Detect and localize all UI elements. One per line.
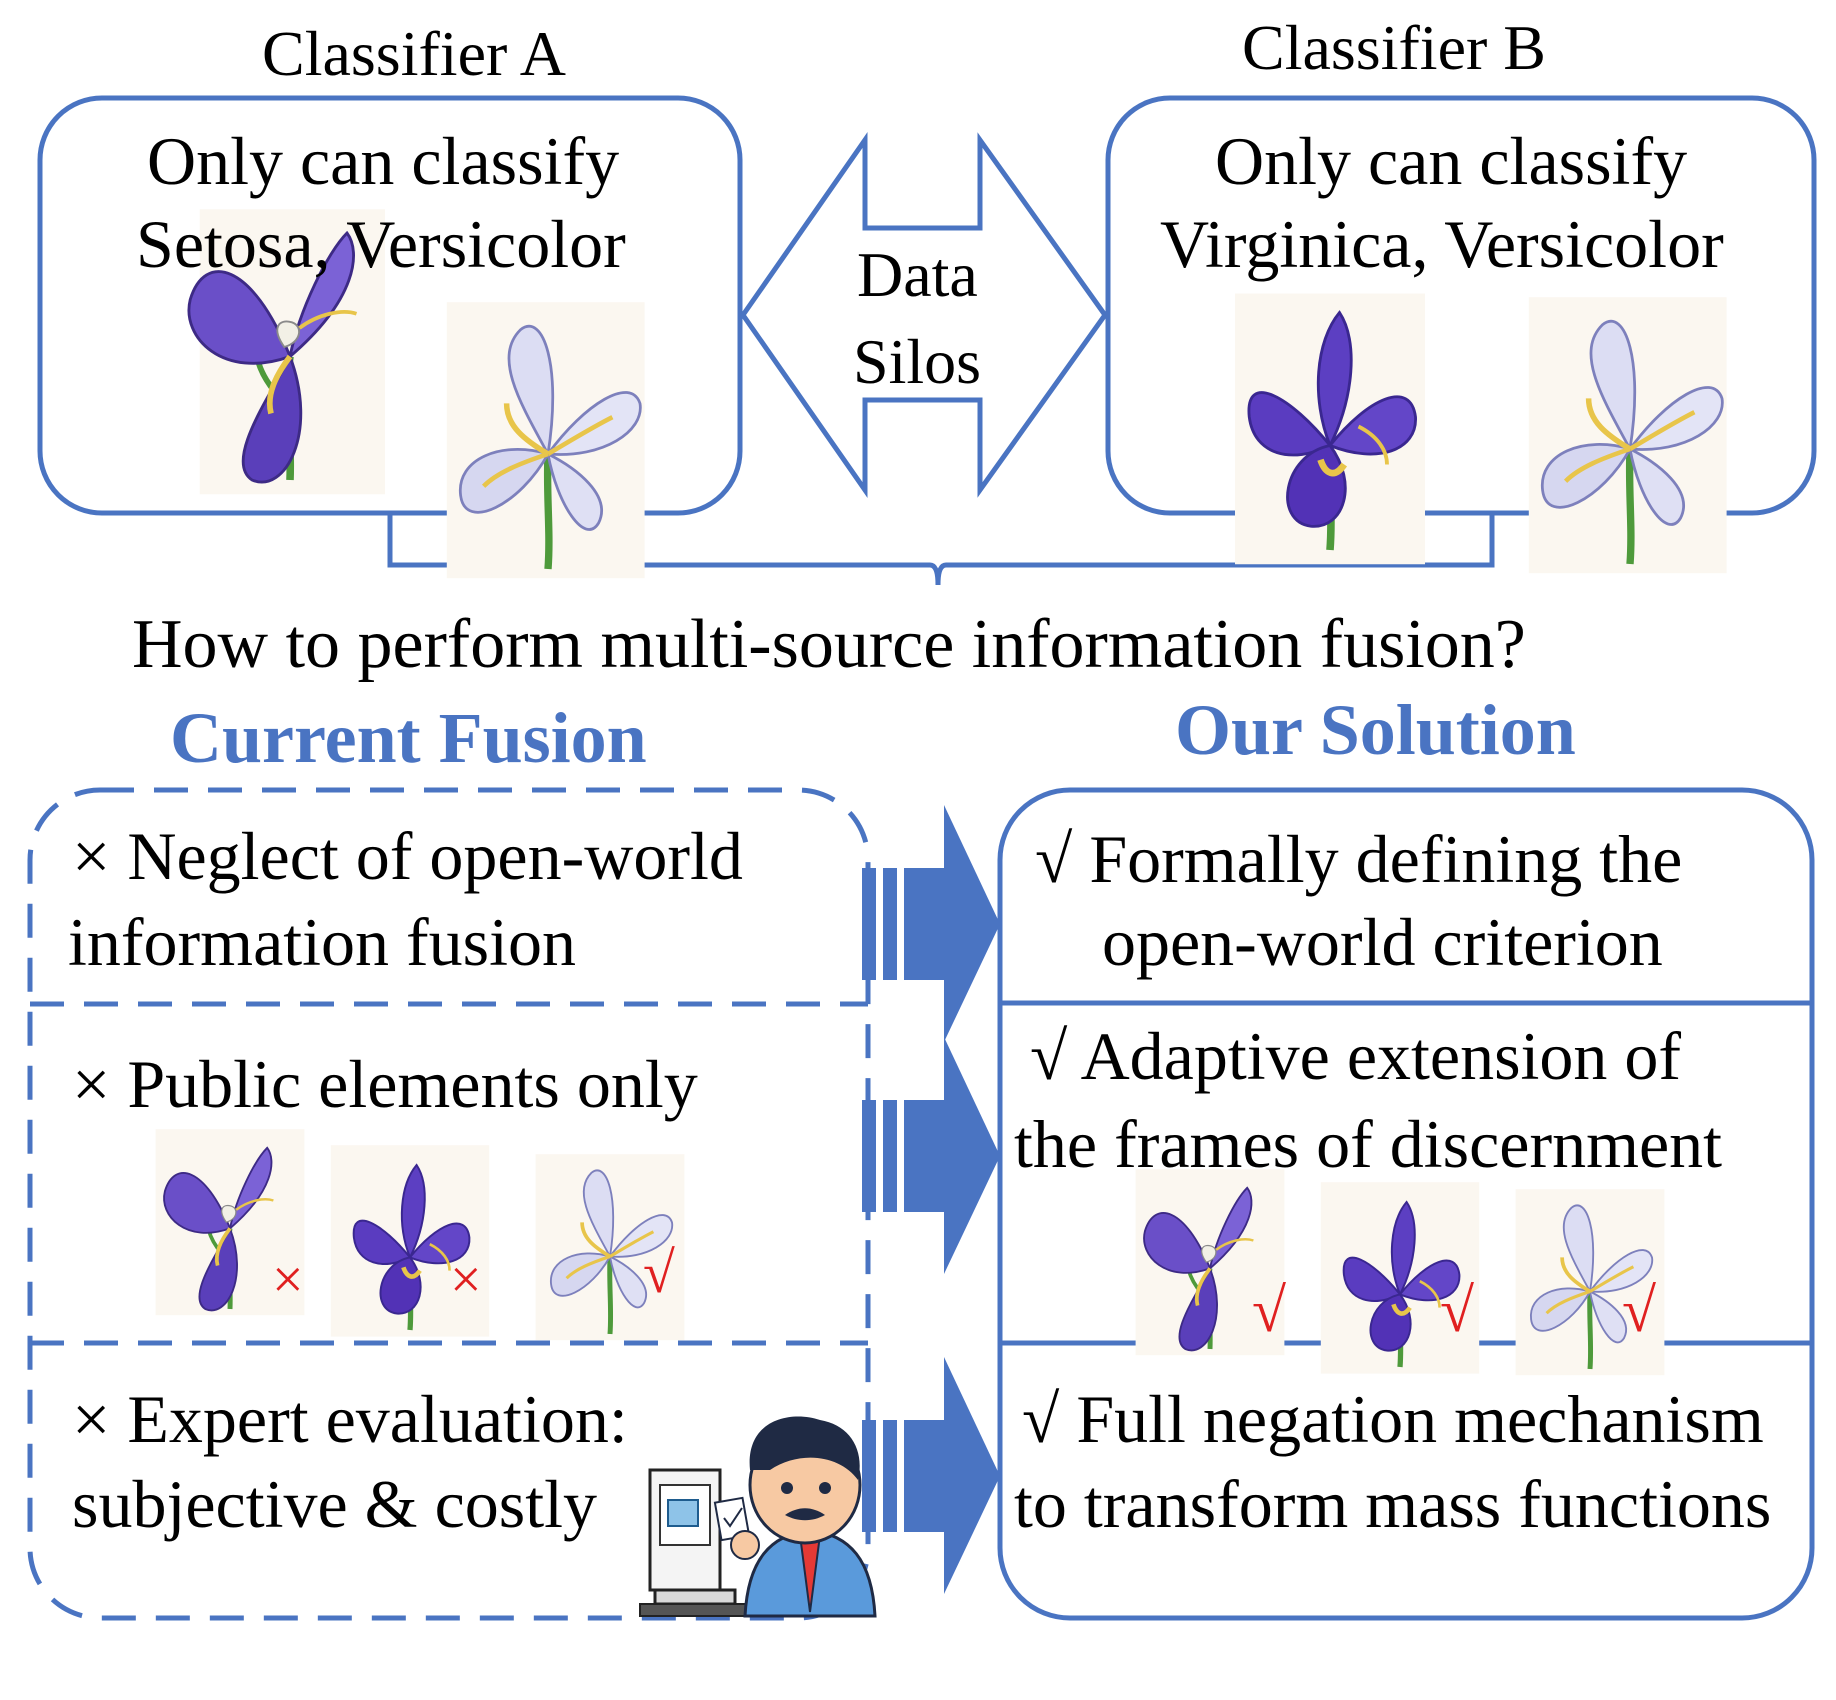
classifier-b-line1: Only can classify [1215, 123, 1688, 199]
accept-mark-icon: √ [1252, 1277, 1287, 1345]
solution-item-2-line2: the frames of discernment [1014, 1106, 1723, 1182]
data-silos-line1: Data [857, 239, 978, 310]
fusion-question: How to perform multi-source information … [132, 606, 1526, 683]
solution-item-2-line1: √ Adaptive extension of [1030, 1018, 1682, 1094]
solution-item-3-line2: to transform mass functions [1014, 1466, 1772, 1542]
classifier-a-line2: Setosa, Versicolor [136, 206, 626, 282]
versicolor-iris-icon [446, 302, 645, 579]
reject-mark-icon: × [450, 1249, 482, 1311]
accept-mark-icon: √ [1440, 1277, 1475, 1345]
our-solution-box [997, 787, 1815, 1621]
fusion-arrow-icon [862, 1037, 1000, 1274]
versicolor-iris-icon [1528, 297, 1727, 574]
classifier-b-line2: Virginica, Versicolor [1160, 206, 1724, 282]
our-solution-title: Our Solution [1175, 690, 1576, 770]
solution-item-3-line1: √ Full negation mechanism [1022, 1381, 1764, 1457]
current-item-2-line1: × Public elements only [72, 1046, 698, 1122]
data-silos-double-arrow [739, 132, 1109, 498]
fusion-arrow-icon [862, 805, 1000, 1042]
merge-brace [387, 513, 1495, 586]
data-silos-line2: Silos [853, 326, 982, 397]
current-item-1-line1: × Neglect of open-world [72, 818, 743, 894]
setosa-iris-icon [1135, 1169, 1285, 1356]
setosa-iris-icon [155, 1129, 305, 1316]
fusion-arrow-icon [862, 1357, 1000, 1594]
accept-mark-icon: √ [1622, 1277, 1657, 1345]
versicolor-iris-icon [1515, 1189, 1665, 1376]
versicolor-iris-icon [535, 1154, 685, 1341]
current-item-3-line2: subjective & costly [72, 1466, 598, 1542]
expert-evaluator-icon [639, 1416, 877, 1618]
solution-item-1-line1: √ Formally defining the [1035, 821, 1683, 897]
classifier-b-box [1105, 95, 1817, 516]
accept-mark-icon: √ [643, 1240, 675, 1305]
setosa-iris-icon [189, 209, 385, 495]
classifier-a-line1: Only can classify [147, 123, 620, 199]
current-item-1-line2: information fusion [68, 904, 577, 980]
virginica-iris-icon [1235, 293, 1425, 565]
virginica-iris-icon [330, 1145, 490, 1337]
current-item-3-line1: × Expert evaluation: [72, 1381, 628, 1457]
virginica-iris-icon [1320, 1182, 1480, 1374]
classifier-a-title: Classifier A [262, 18, 566, 89]
solution-item-1-line2: open-world criterion [1102, 904, 1663, 980]
classifier-b-title: Classifier B [1242, 12, 1546, 83]
current-fusion-title: Current Fusion [170, 698, 647, 778]
reject-mark-icon: × [272, 1249, 304, 1311]
